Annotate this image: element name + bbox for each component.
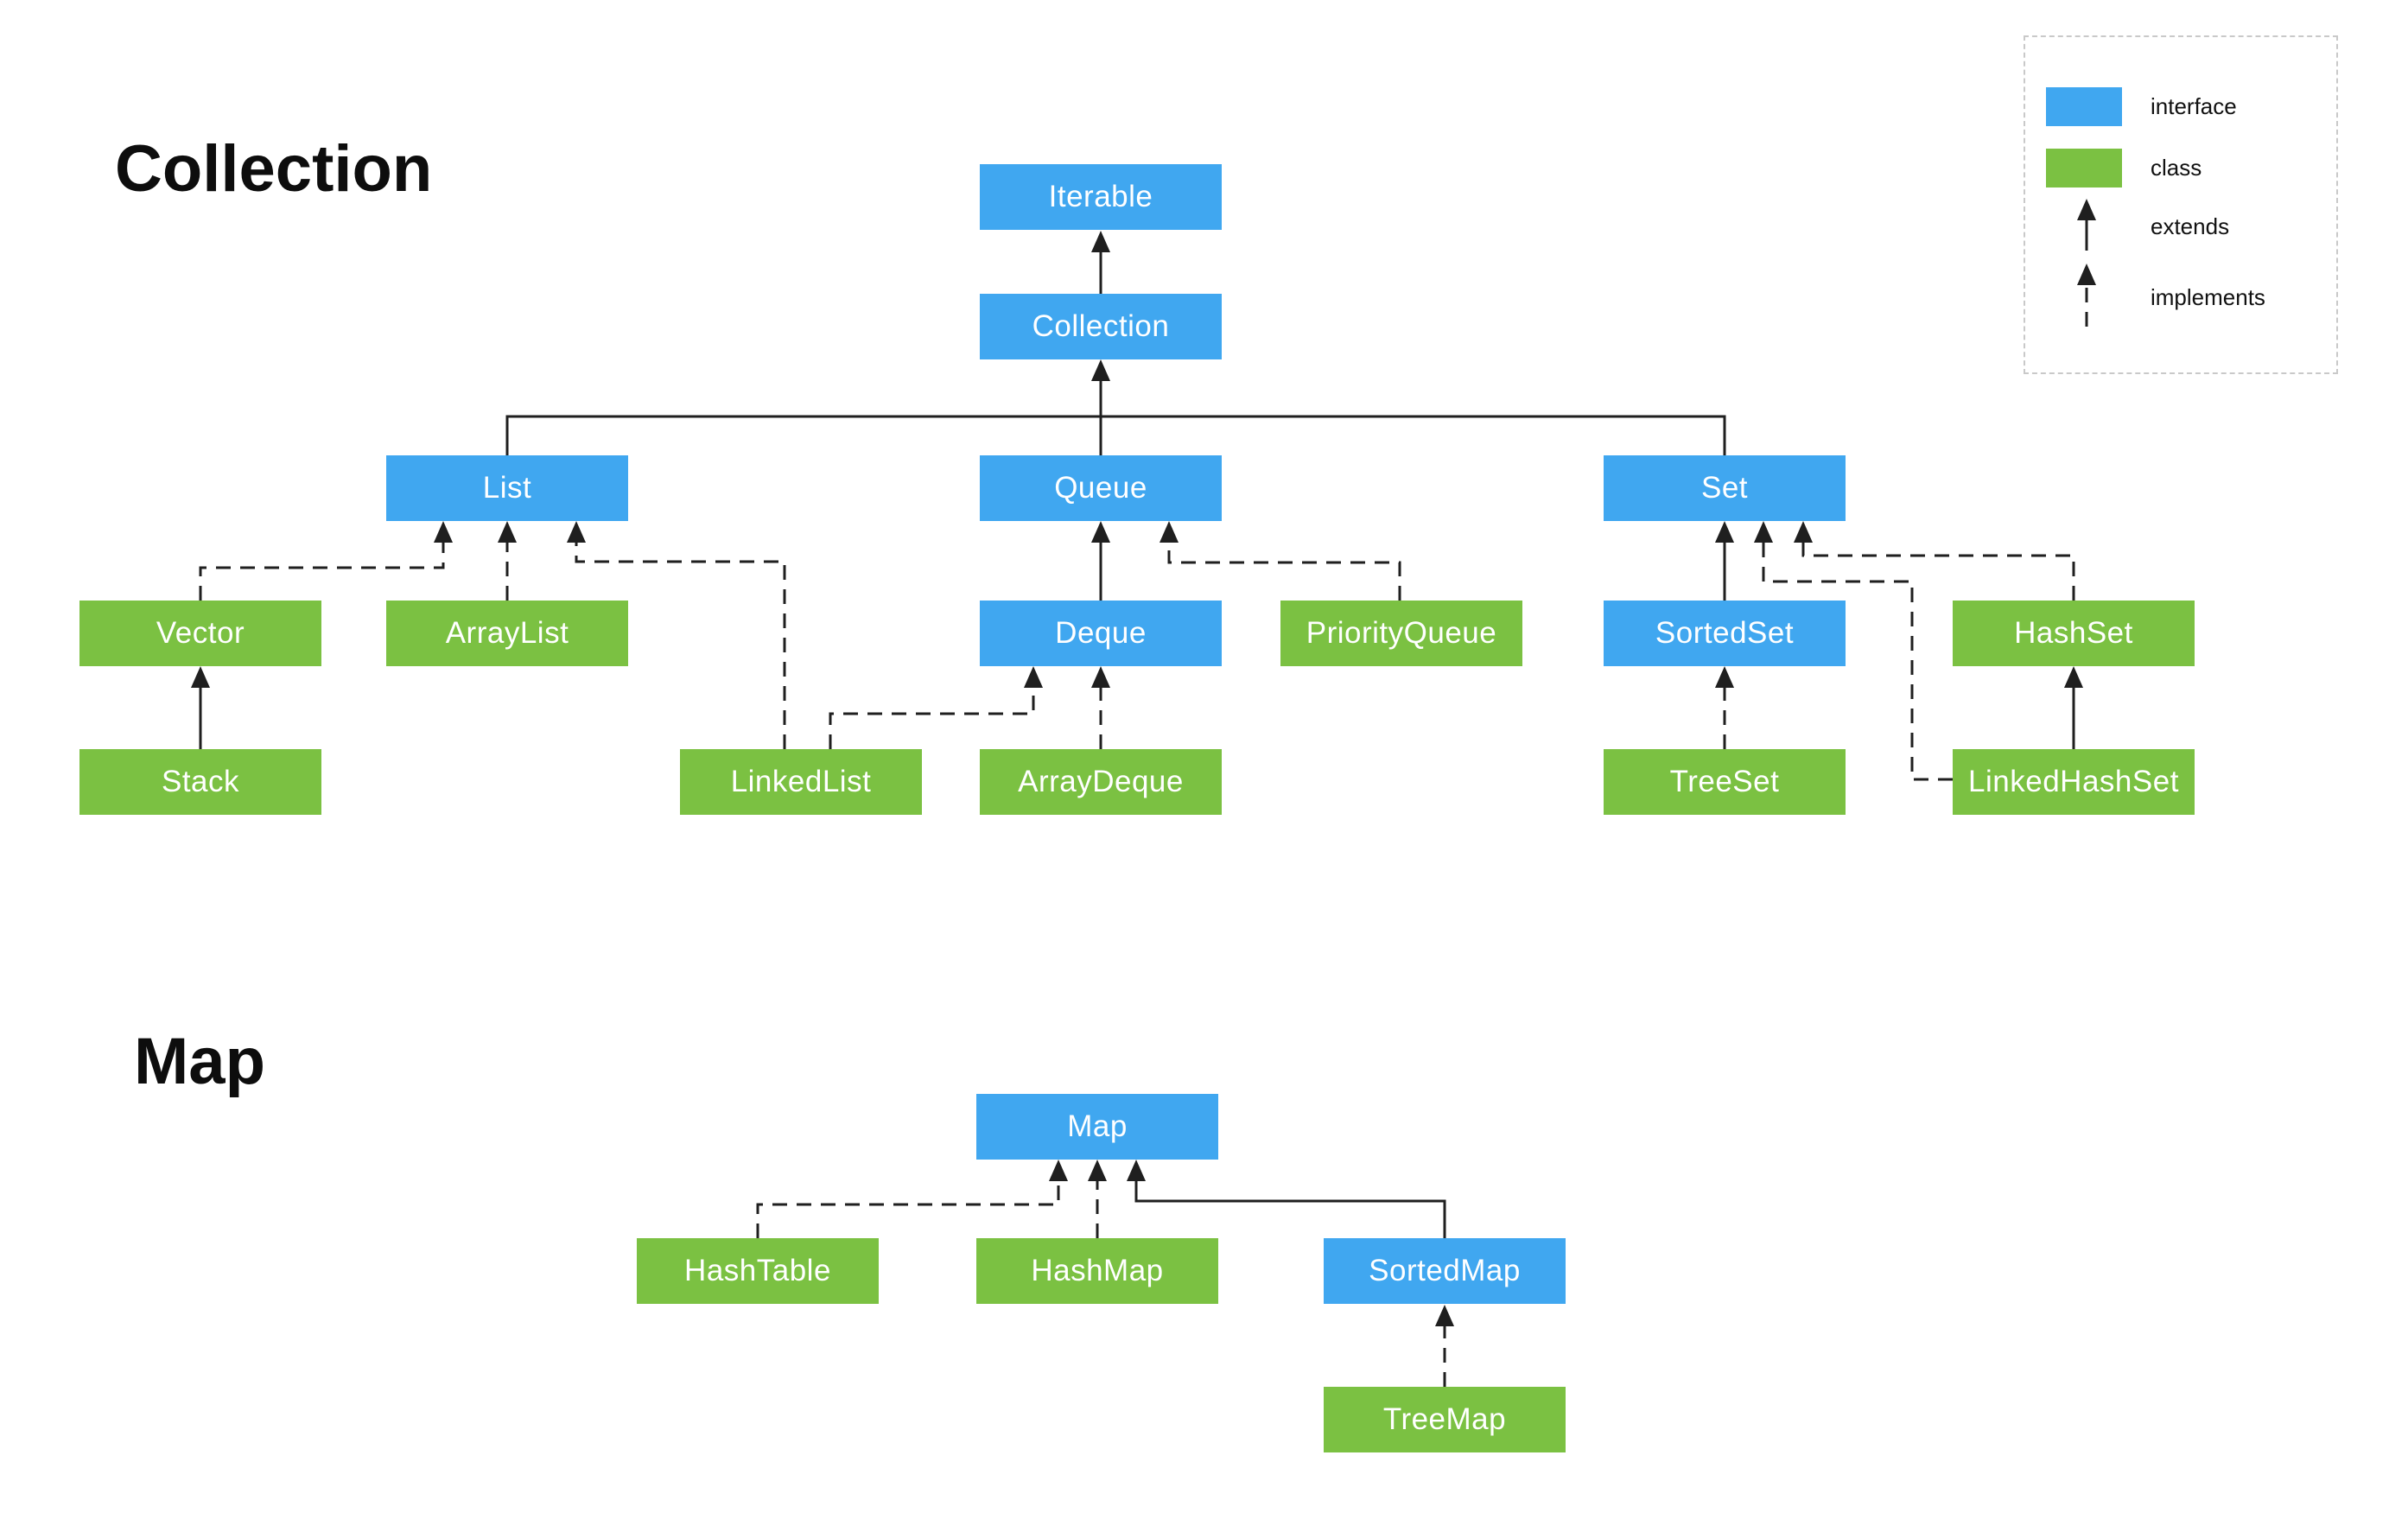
- edge-hashtable-implements-map: [756, 1179, 1060, 1238]
- legend-implements-arrow: [2077, 264, 2096, 327]
- node-hashset: HashSet: [1953, 601, 2195, 666]
- legend-extends-arrow: [2077, 199, 2096, 251]
- edge-vector-implements-list: [199, 540, 445, 601]
- node-hashmap: HashMap: [976, 1238, 1218, 1304]
- node-priorityqueue: PriorityQueue: [1280, 601, 1522, 666]
- node-sortedmap: SortedMap: [1324, 1238, 1566, 1304]
- node-iterable: Iterable: [980, 164, 1222, 230]
- legend-implements-label: implements: [2151, 284, 2265, 310]
- map-section-title: Map: [134, 1025, 265, 1098]
- edge-deque-extends-queue: [1091, 521, 1110, 601]
- collection-section-title: Collection: [115, 132, 433, 206]
- node-set: Set: [1604, 455, 1846, 521]
- node-treeset: TreeSet: [1604, 749, 1846, 815]
- node-arraydeque: ArrayDeque: [980, 749, 1222, 815]
- edge-branch-to-collection: [505, 359, 1726, 455]
- edge-sortedmap-extends-map: [1127, 1160, 1446, 1238]
- node-sortedset: SortedSet: [1604, 601, 1846, 666]
- edge-linkedlist-implements-deque: [829, 685, 1035, 749]
- edge-sortedset-extends-set: [1715, 521, 1734, 601]
- edge-priorityqueue-implements-queue: [1167, 540, 1401, 601]
- node-treemap: TreeMap: [1324, 1387, 1566, 1452]
- edge-linkedhashset-implements-set: [1762, 540, 1953, 781]
- legend-interface-label: interface: [2151, 93, 2237, 119]
- node-map: Map: [976, 1094, 1218, 1160]
- legend-class-swatch: [2046, 149, 2122, 187]
- legend: interface class extends implements: [2024, 35, 2338, 374]
- edge-linkedlist-implements-list: [575, 540, 786, 749]
- edge-linkedhashset-extends-hashset: [2064, 666, 2083, 749]
- node-arraylist: ArrayList: [386, 601, 628, 666]
- edge-hashset-implements-set: [1801, 540, 2075, 601]
- node-stack: Stack: [79, 749, 321, 815]
- edge-collection-extends-iterable: [1091, 231, 1110, 294]
- legend-interface-swatch: [2046, 87, 2122, 126]
- edge-stack-extends-vector: [191, 666, 210, 749]
- legend-class-label: class: [2151, 155, 2202, 181]
- node-collection: Collection: [980, 294, 1222, 359]
- node-vector: Vector: [79, 601, 321, 666]
- node-deque: Deque: [980, 601, 1222, 666]
- node-linkedhashset: LinkedHashSet: [1953, 749, 2195, 815]
- node-hashtable: HashTable: [637, 1238, 879, 1304]
- node-list: List: [386, 455, 628, 521]
- node-queue: Queue: [980, 455, 1222, 521]
- legend-extends-label: extends: [2151, 213, 2230, 239]
- node-linkedlist: LinkedList: [680, 749, 922, 815]
